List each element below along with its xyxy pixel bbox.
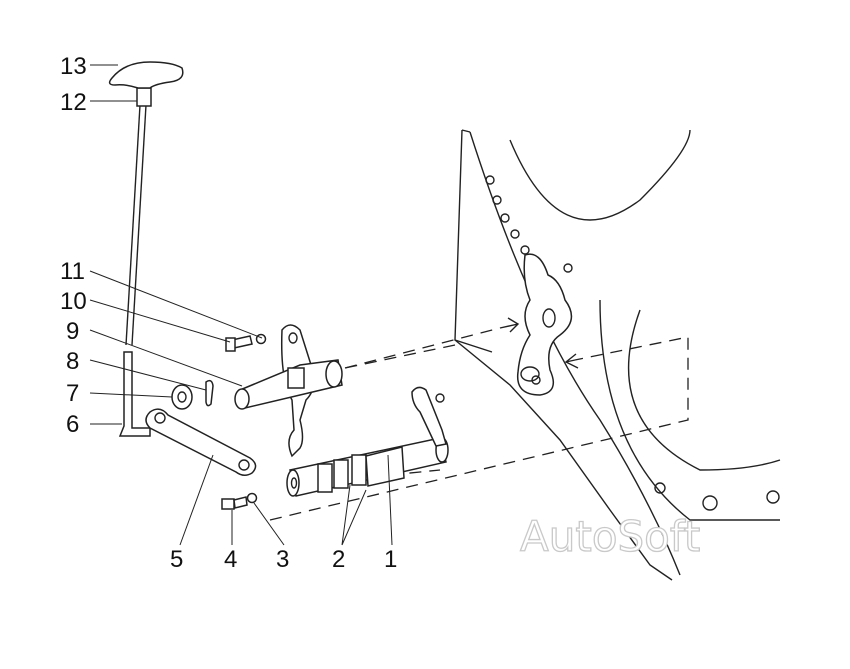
callout-11: 11 bbox=[60, 258, 85, 285]
washer-lower bbox=[246, 492, 258, 504]
callout-3: 3 bbox=[276, 546, 289, 573]
fork-shaft bbox=[234, 324, 343, 458]
handle bbox=[108, 61, 184, 89]
leader-lines bbox=[89, 64, 393, 546]
lever bbox=[145, 408, 257, 476]
watermark: AutoSoft bbox=[520, 512, 700, 561]
callout-9: 9 bbox=[66, 318, 79, 345]
shift-rod bbox=[108, 61, 184, 346]
callout-4: 4 bbox=[224, 546, 237, 573]
callout-8: 8 bbox=[66, 348, 79, 375]
bolt-upper bbox=[225, 335, 253, 352]
cotter-pin bbox=[205, 379, 214, 407]
rod-collar bbox=[136, 87, 152, 107]
callout-13: 13 bbox=[60, 53, 87, 80]
housing-plate bbox=[454, 129, 781, 581]
rod-link bbox=[118, 351, 151, 437]
callout-6: 6 bbox=[66, 411, 79, 438]
washer bbox=[171, 384, 193, 410]
callout-2: 2 bbox=[332, 546, 345, 573]
callout-10: 10 bbox=[60, 288, 87, 315]
callout-1: 1 bbox=[384, 546, 397, 573]
bolt-lower bbox=[221, 496, 248, 510]
callout-5: 5 bbox=[170, 546, 183, 573]
callout-12: 12 bbox=[60, 89, 87, 116]
callout-7: 7 bbox=[66, 380, 79, 407]
callout-labels: 13 12 11 10 9 8 7 6 5 4 3 2 1 bbox=[60, 53, 397, 573]
shaft-assembly bbox=[286, 386, 449, 497]
